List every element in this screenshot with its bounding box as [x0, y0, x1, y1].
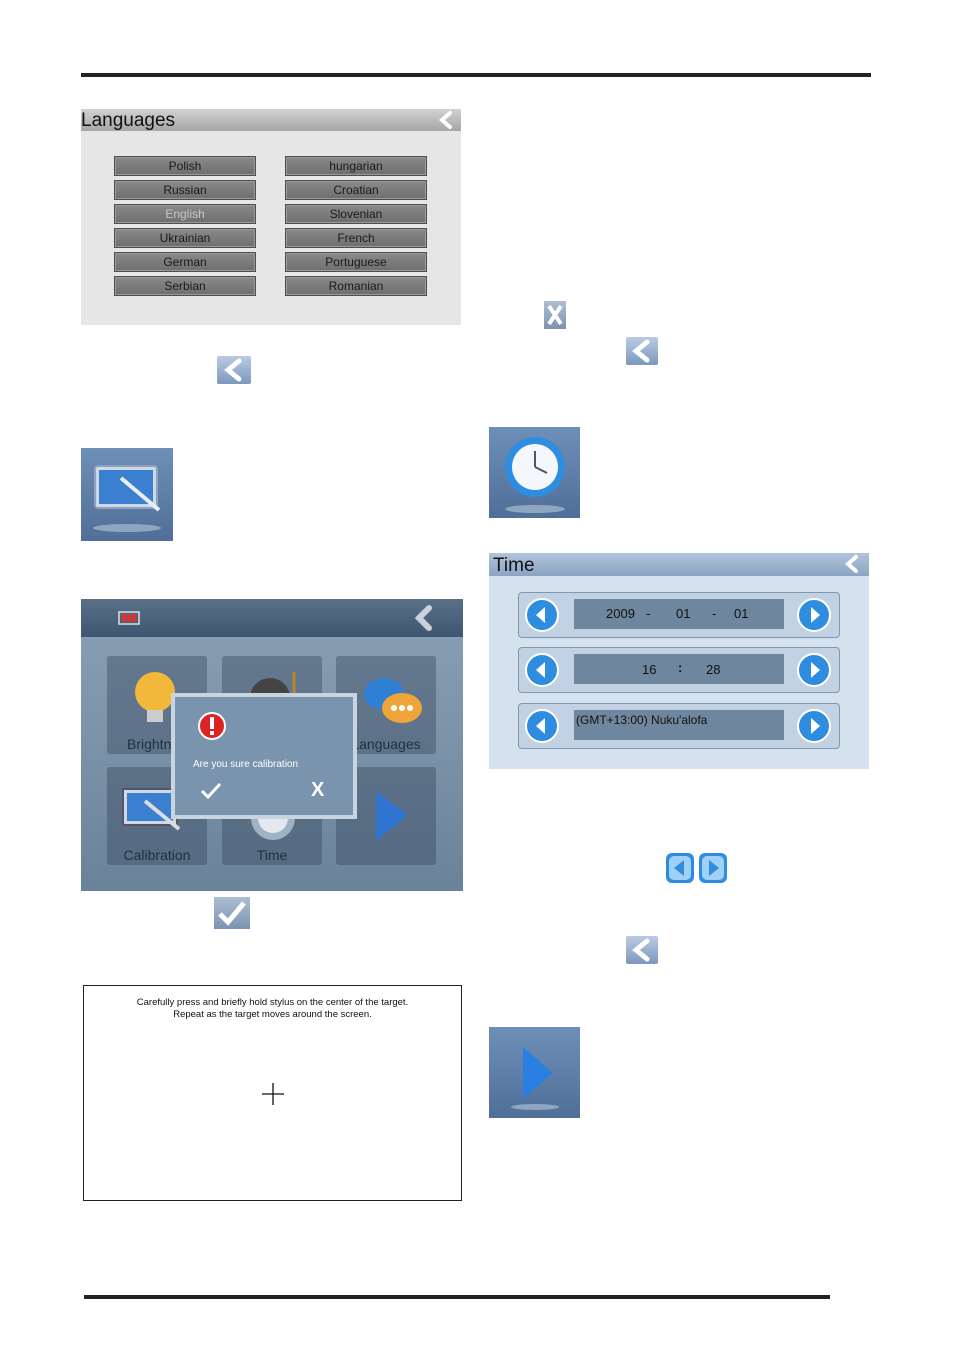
- back-arrow-icon: [217, 356, 251, 384]
- battery-icon: [118, 611, 140, 625]
- calibration-screen: Carefully press and briefly hold stylus …: [83, 985, 462, 1201]
- left-arrow-icon[interactable]: [525, 598, 559, 632]
- left-arrow-icon[interactable]: [525, 653, 559, 687]
- right-arrow-icon[interactable]: [797, 709, 831, 743]
- time-separator: :: [678, 660, 683, 675]
- right-arrow-icon[interactable]: [797, 598, 831, 632]
- language-english-button[interactable]: English: [114, 204, 256, 224]
- language-german-button[interactable]: German: [114, 252, 256, 272]
- language-portuguese-button[interactable]: Portuguese: [285, 252, 427, 272]
- tile-label: Calibration: [123, 847, 191, 863]
- language-polish-button[interactable]: Polish: [114, 156, 256, 176]
- left-arrow-icon[interactable]: [525, 709, 559, 743]
- check-icon: [214, 897, 250, 929]
- calibration-instruction: Repeat as the target moves around the sc…: [173, 1009, 372, 1020]
- back-arrow-icon: [626, 936, 658, 964]
- tile-label: Languages: [351, 736, 421, 752]
- languages-screen: Languages Polish Russian English Ukraini…: [81, 109, 461, 325]
- time-field[interactable]: 16 : 28: [574, 654, 784, 684]
- chat-icon: [364, 678, 422, 723]
- hour-value: 16: [642, 662, 657, 677]
- language-romanian-button[interactable]: Romanian: [285, 276, 427, 296]
- month-value: 01: [676, 606, 691, 621]
- day-value: 01: [734, 606, 749, 621]
- language-hungarian-button[interactable]: hungarian: [285, 156, 427, 176]
- settings-menu-screen: Brightness Languages Calibration Time: [81, 599, 463, 891]
- left-arrow-icon: [666, 853, 694, 883]
- title-bar: Languages: [81, 109, 461, 131]
- time-screen: Time 2009 - 01 - 01 16 : 28: [489, 553, 869, 769]
- title-bar: Time: [489, 553, 869, 576]
- time-title: Time: [493, 555, 535, 576]
- tile-label: Time: [256, 847, 288, 863]
- languages-title: Languages: [81, 110, 176, 131]
- timezone-row: (GMT+13:00) Nuku'alofa: [518, 703, 840, 749]
- clock-row: 16 : 28: [518, 647, 840, 693]
- crosshair-target-icon[interactable]: [261, 1082, 285, 1106]
- next-arrow-icon: [376, 791, 408, 841]
- top-rule: [81, 73, 871, 77]
- language-russian-button[interactable]: Russian: [114, 180, 256, 200]
- calibration-instruction: Carefully press and briefly hold stylus …: [136, 997, 409, 1008]
- cancel-button[interactable]: X: [311, 779, 325, 801]
- calibration-icon: [81, 448, 173, 541]
- language-croatian-button[interactable]: Croatian: [285, 180, 427, 200]
- confirm-dialog: Are you sure calibration X: [171, 693, 357, 819]
- language-slovenian-button[interactable]: Slovenian: [285, 204, 427, 224]
- date-separator: -: [646, 606, 651, 621]
- timezone-value: (GMT+13:00) Nuku'alofa: [576, 713, 708, 727]
- minute-value: 28: [706, 662, 721, 677]
- right-arrow-icon[interactable]: [797, 653, 831, 687]
- dialog-message: Are you sure calibration: [193, 759, 299, 770]
- year-value: 2009: [606, 606, 635, 621]
- check-icon[interactable]: [199, 781, 223, 801]
- timezone-field[interactable]: (GMT+13:00) Nuku'alofa: [574, 710, 784, 740]
- back-arrow-icon[interactable]: [437, 111, 455, 129]
- date-field[interactable]: 2009 - 01 - 01: [574, 599, 784, 629]
- close-x-icon: [544, 301, 566, 329]
- date-separator: -: [712, 606, 717, 621]
- language-ukrainian-button[interactable]: Ukrainian: [114, 228, 256, 248]
- back-arrow-icon[interactable]: [843, 555, 861, 573]
- date-row: 2009 - 01 - 01: [518, 592, 840, 638]
- back-arrow-icon: [626, 337, 658, 365]
- bottom-rule: [84, 1295, 830, 1299]
- back-arrow-icon[interactable]: [411, 604, 437, 632]
- warning-icon: [198, 712, 226, 740]
- bulb-icon: [135, 672, 175, 722]
- language-french-button[interactable]: French: [285, 228, 427, 248]
- clock-icon: [489, 427, 580, 518]
- right-arrow-icon: [699, 853, 727, 883]
- menu-title-bar: [81, 599, 463, 637]
- next-arrow-icon: [489, 1027, 580, 1118]
- language-serbian-button[interactable]: Serbian: [114, 276, 256, 296]
